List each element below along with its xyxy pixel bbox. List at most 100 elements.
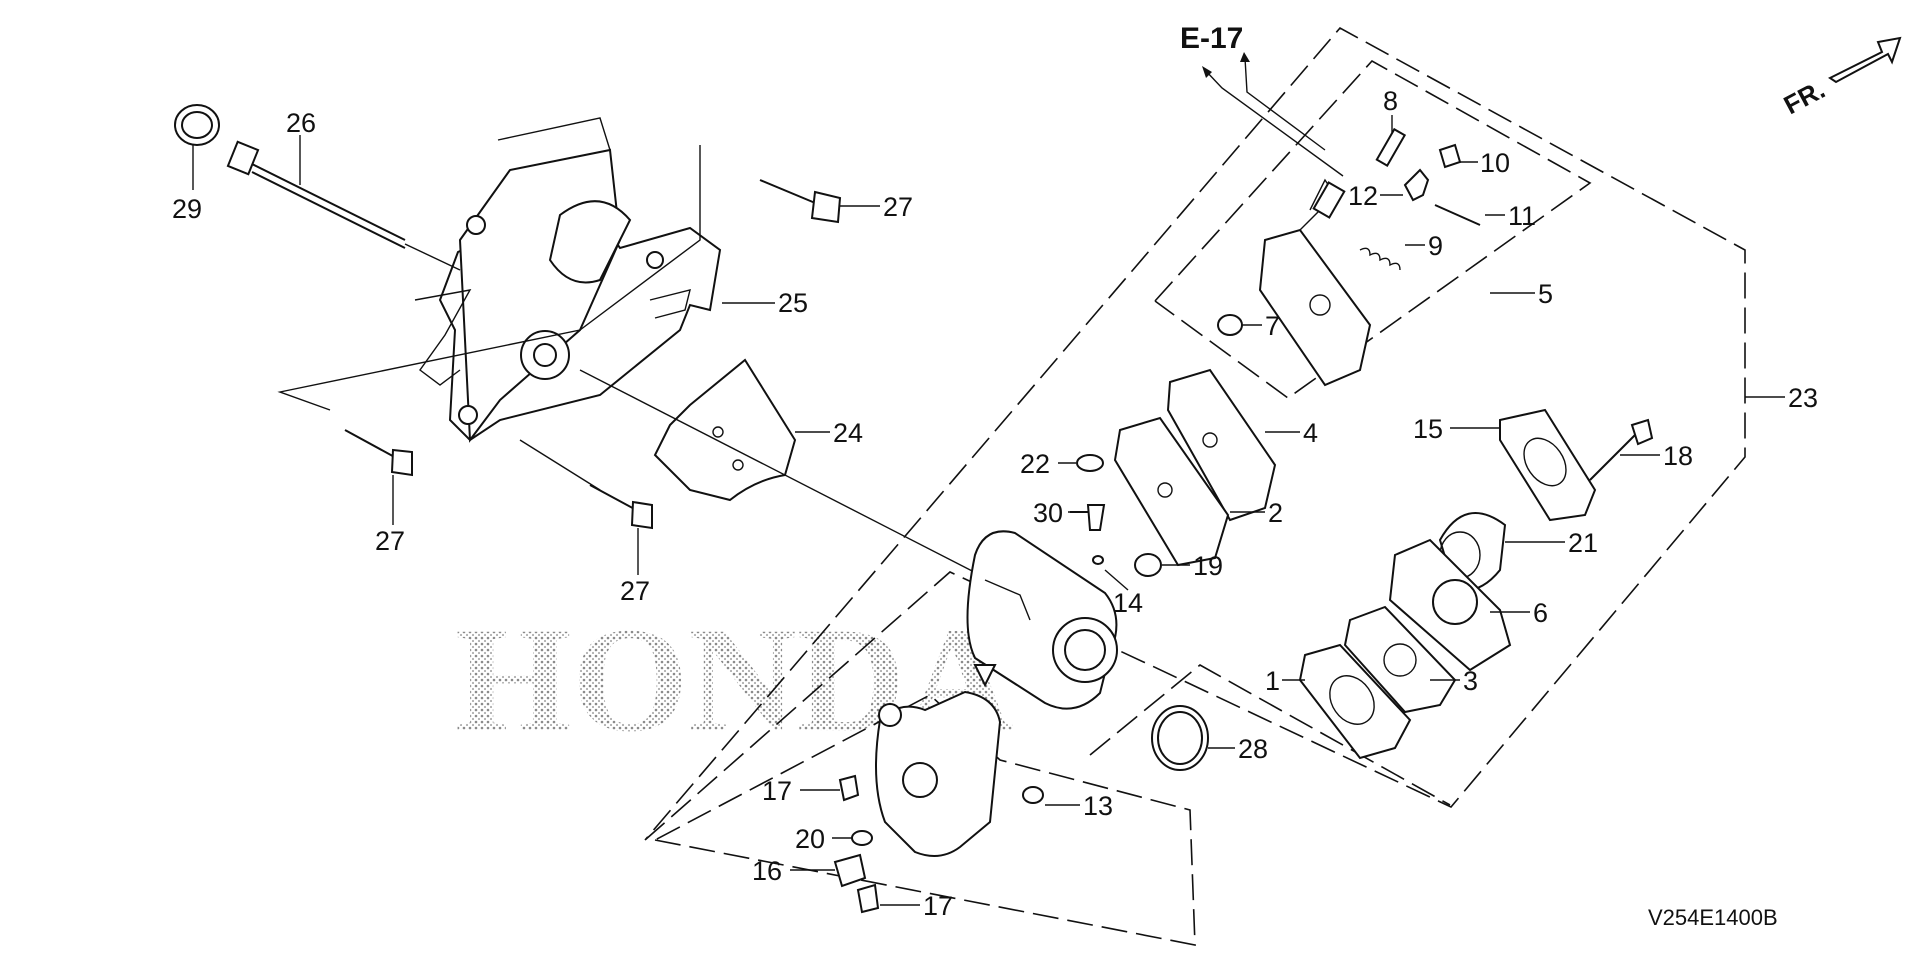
throttle-housing-body <box>875 690 1002 857</box>
screw-10 <box>1438 143 1462 169</box>
callout-24: 24 <box>833 418 863 448</box>
o-ring-29-inner <box>181 111 213 139</box>
callout-13: 13 <box>1083 791 1113 821</box>
callout-3: 3 <box>1463 666 1478 696</box>
lever-12 <box>1403 168 1430 202</box>
lever-screw <box>1312 181 1346 219</box>
callout-18: 18 <box>1663 441 1693 471</box>
callout-11: 11 <box>1508 201 1536 231</box>
screw-17b <box>856 883 880 914</box>
carburetor-body <box>966 530 1118 710</box>
callout-9: 9 <box>1428 231 1443 261</box>
bolt-26-head <box>226 140 260 176</box>
callout-12: 12 <box>1348 181 1378 211</box>
section-reference: E-17 <box>1180 22 1344 177</box>
assembly-5-parts <box>1217 115 1535 387</box>
mount-hole-1 <box>466 215 486 235</box>
callout-4: 4 <box>1303 418 1318 448</box>
callout-16: 16 <box>752 856 782 886</box>
part-24-gasket <box>579 358 981 576</box>
callout-21: 21 <box>1568 528 1598 558</box>
pump-components <box>1282 396 1785 760</box>
part-29-ring <box>174 104 220 190</box>
bolt-26-shaft-edge <box>251 171 406 249</box>
carb-detail-1 <box>984 579 1031 621</box>
screws-27 <box>277 145 880 575</box>
mount-hole-3 <box>646 251 664 269</box>
seal-22 <box>1076 454 1104 472</box>
bolt-26-axis <box>404 243 461 271</box>
carb-nozzle <box>973 664 997 688</box>
front-label: FR. <box>1779 74 1830 120</box>
part-28-ring <box>1151 705 1235 771</box>
section-ref-label: E-17 <box>1180 22 1243 55</box>
diaphragm-4-hole <box>1202 432 1218 448</box>
callout-15: 15 <box>1413 414 1443 444</box>
screw-27b-shaft <box>344 429 401 461</box>
screw-27-bracket-line <box>277 145 701 411</box>
callout-6: 6 <box>1533 598 1548 628</box>
center-small-parts <box>1058 454 1190 591</box>
mount-hole-2 <box>458 405 478 425</box>
cover-slot <box>649 289 691 319</box>
pump-cover-6-boss <box>1432 579 1478 625</box>
leader-14 <box>1104 569 1129 591</box>
diaphragm-2-hole <box>1157 482 1173 498</box>
throttle-housing-boss <box>902 762 938 798</box>
ref-arrow-head-2 <box>1240 52 1250 62</box>
bolt-26-shaft <box>251 163 406 241</box>
choke-cylinder <box>548 200 632 284</box>
callout-25: 25 <box>778 288 808 318</box>
cover-side-panel <box>414 289 472 386</box>
callout-8: 8 <box>1383 86 1398 116</box>
screw-27a-shaft <box>759 179 821 206</box>
bolt-18-head <box>1630 418 1654 446</box>
callout-26: 26 <box>286 108 316 138</box>
screw-27c-head <box>630 500 653 530</box>
callout-27c: 27 <box>620 576 650 606</box>
diaphragm-3 <box>1343 605 1457 714</box>
ref-line-2 <box>1244 57 1326 151</box>
diaphragms-2-4 <box>1113 368 1300 567</box>
callout-17a: 17 <box>762 776 792 806</box>
gasket-1-hole <box>1329 675 1375 725</box>
cap-19 <box>1134 553 1162 577</box>
assembly-5-outline <box>1154 59 1592 399</box>
callout-22: 22 <box>1020 449 1050 479</box>
cap-7 <box>1217 314 1243 336</box>
pin-11 <box>1434 204 1481 226</box>
callout-27a: 27 <box>883 192 913 222</box>
cover-5-hole <box>1309 294 1331 316</box>
screw-27b-head <box>390 448 413 477</box>
diaphragm-4 <box>1166 368 1277 522</box>
pin-8 <box>1375 127 1407 167</box>
gasket-28-outline <box>1089 664 1451 806</box>
spring-9 <box>1359 247 1401 271</box>
callout-1: 1 <box>1265 666 1280 696</box>
gasket-15-hole <box>1523 437 1567 487</box>
part-26-bolt <box>226 135 461 271</box>
callout-labels: 1 2 3 4 5 6 7 8 9 10 11 12 13 14 15 16 1… <box>172 86 1818 921</box>
gasket-24-hole-1 <box>712 426 724 438</box>
callout-30: 30 <box>1033 498 1063 528</box>
gasket-28-inner <box>1157 711 1203 765</box>
callout-27b: 27 <box>375 526 405 556</box>
callout-28: 28 <box>1238 734 1268 764</box>
cover-5-body <box>1258 228 1372 387</box>
callout-14: 14 <box>1113 588 1143 618</box>
screw-27a-head <box>810 190 842 224</box>
callout-2: 2 <box>1268 498 1283 528</box>
bolt-18 <box>1589 431 1639 481</box>
callout-23: 23 <box>1788 383 1818 413</box>
gasket-24-hole-2 <box>732 459 744 471</box>
assembly-axis-24 <box>579 369 981 576</box>
washer-20 <box>851 830 873 846</box>
ball-14 <box>1092 555 1104 565</box>
seal-13 <box>1022 786 1044 804</box>
callout-20: 20 <box>795 824 825 854</box>
callout-19: 19 <box>1193 551 1223 581</box>
front-arrow-icon <box>1828 36 1902 84</box>
callout-29: 29 <box>172 194 202 224</box>
carb-bore-inner <box>1064 629 1106 671</box>
